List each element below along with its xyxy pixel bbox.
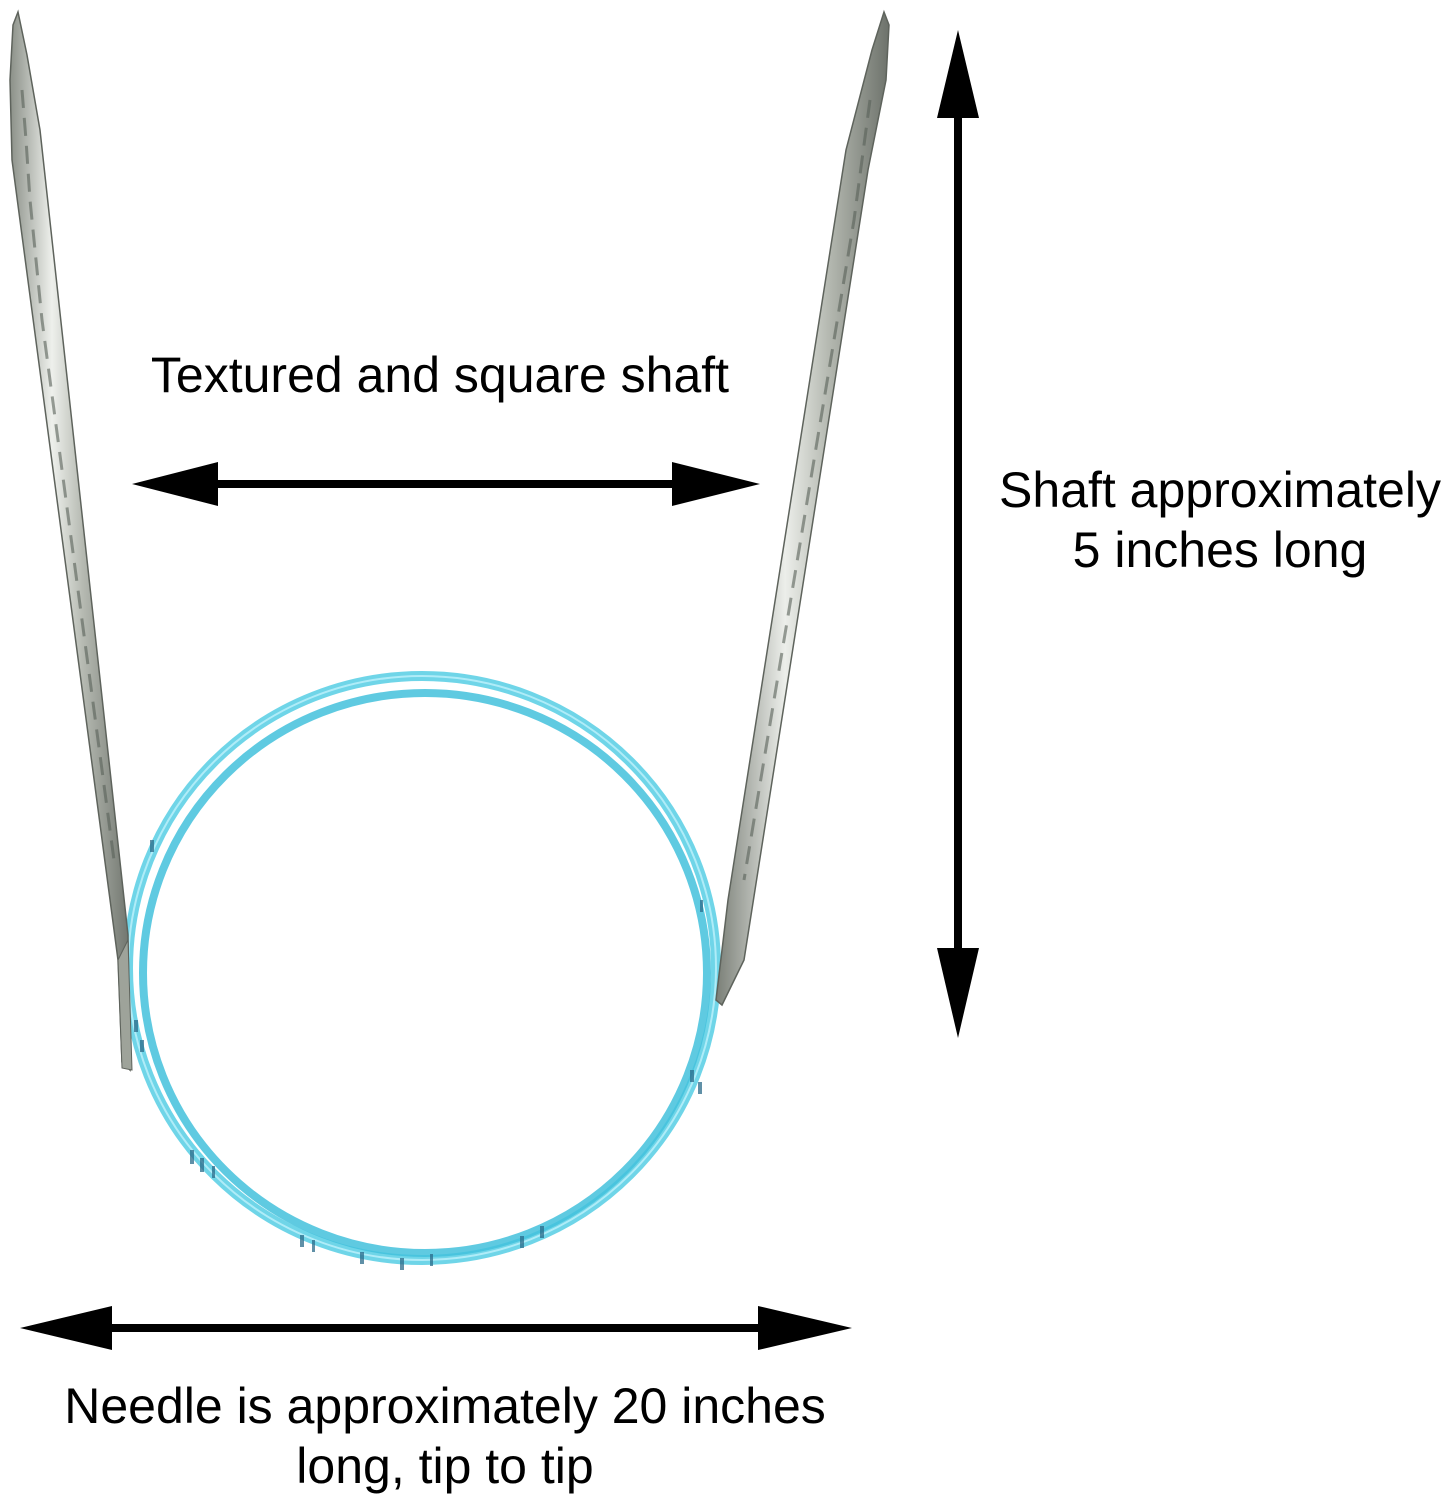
shaft-texture-label-text: Textured and square shaft [150,347,730,403]
shaft-texture-arrowhead-left [132,462,218,506]
needle-length-arrowhead-left [20,1306,112,1350]
cable-markings [134,840,703,1270]
cable-loop-inner [139,689,711,1257]
shaft-texture-arrow [132,462,760,506]
shaft-length-arrow [937,30,979,1038]
shaft-length-label: Shaft approximately 5 inches long [965,460,1450,580]
left-needle-texture [20,89,116,861]
left-needle-ferrule [117,939,133,1071]
shaft-length-label-line-2: 5 inches long [1072,522,1368,578]
needle-length-arrow [20,1306,852,1350]
right-needle-shaft [715,9,890,1007]
needle-length-arrowhead-right [758,1306,852,1350]
needle-length-label-line-1: Needle is approximately 20 inches [64,1378,826,1434]
shaft-texture-arrowhead-right [672,462,760,506]
cable [123,671,721,1270]
shaft-length-label-line-1: Shaft approximately [999,462,1441,518]
shaft-length-arrowhead-bottom [937,948,979,1038]
left-needle [9,9,133,1072]
needle-length-label-line-2: long, tip to tip [296,1438,594,1494]
needle-length-label: Needle is approximately 20 inches long, … [30,1376,860,1496]
right-needle [715,9,890,1007]
right-needle-texture [742,99,872,881]
shaft-texture-label: Textured and square shaft [60,345,820,405]
shaft-length-arrowhead-top [937,30,979,118]
